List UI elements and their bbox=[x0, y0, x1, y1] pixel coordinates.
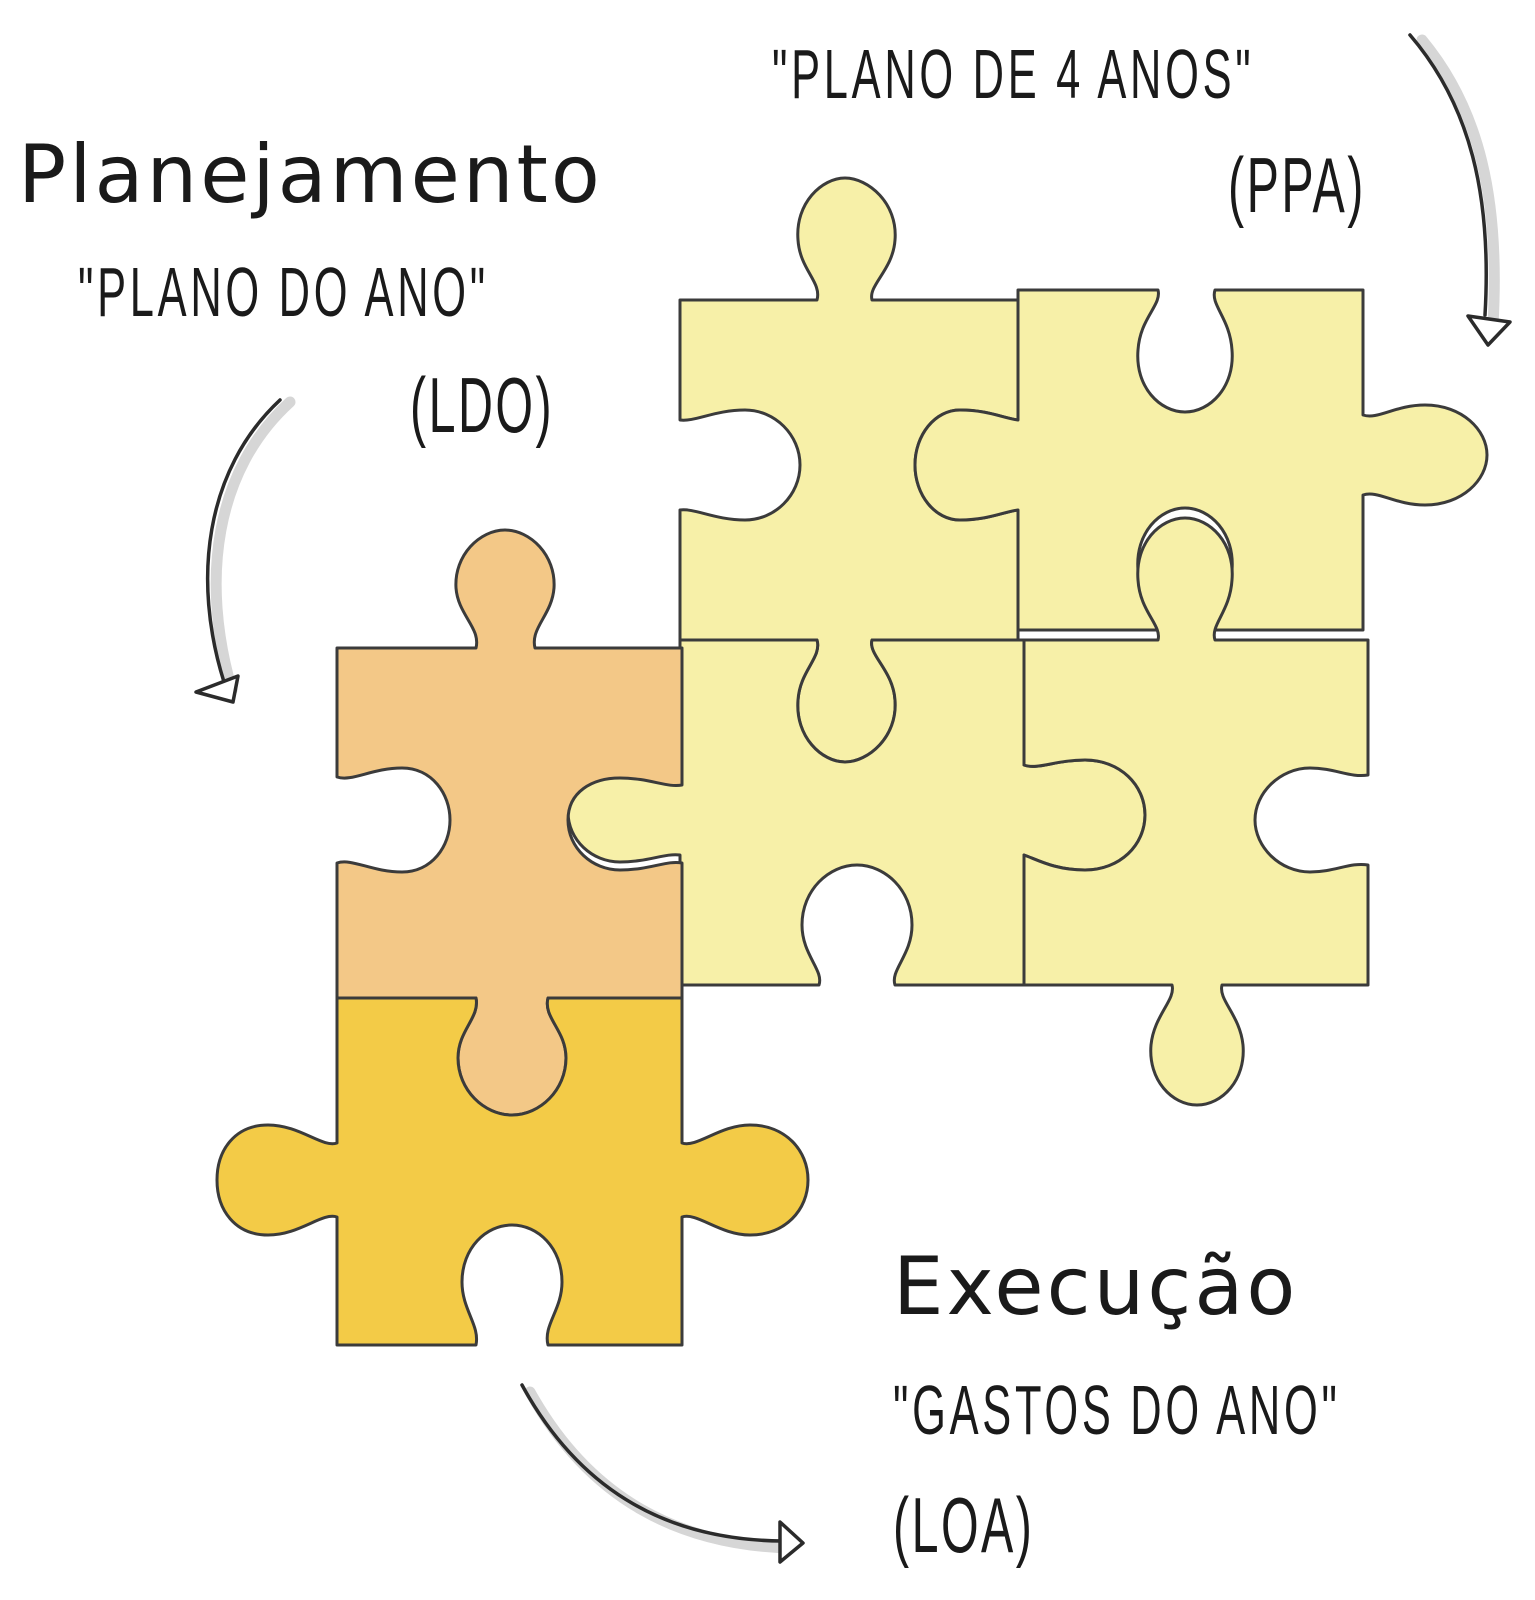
loa-abbreviation-label: (LOA) bbox=[893, 1481, 1035, 1569]
ldo-abbreviation-label: (LDO) bbox=[410, 361, 555, 449]
loa-quote-label: "GASTOS DO ANO" bbox=[893, 1371, 1341, 1449]
ldo-heading-label: Planejamento bbox=[18, 128, 603, 221]
ppa-puzzle-piece-top-right bbox=[913, 288, 1489, 632]
ppa-abbreviation-label: (PPA) bbox=[1228, 141, 1366, 229]
ppa-puzzle-piece-bottom-right bbox=[1022, 516, 1370, 1107]
loa-puzzle-piece bbox=[215, 996, 810, 1347]
loa-heading-label: Execução bbox=[893, 1240, 1299, 1333]
ppa-pieces bbox=[566, 176, 1489, 1107]
curved-arrow-icon bbox=[194, 396, 296, 704]
curved-arrow-icon bbox=[520, 1383, 805, 1564]
ppa-quote-label: "PLANO DE 4 ANOS" bbox=[772, 35, 1255, 113]
ldo-quote-label: "PLANO DO ANO" bbox=[78, 253, 489, 331]
curved-arrow-icon bbox=[1408, 33, 1512, 347]
